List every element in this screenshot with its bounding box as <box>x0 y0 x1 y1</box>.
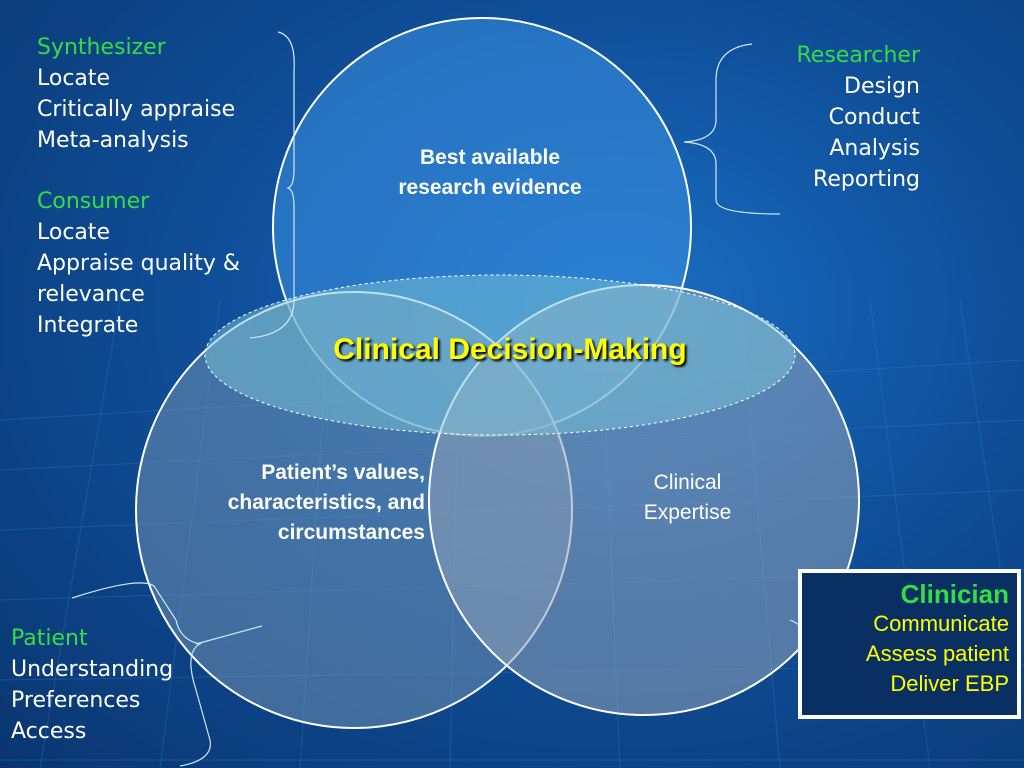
consumer-group: Consumer Locate Appraise quality & relev… <box>37 186 240 341</box>
clinician-item: Deliver EBP <box>890 671 1009 696</box>
patient-item: Understanding <box>11 657 174 682</box>
consumer-item: Integrate <box>37 313 139 338</box>
clinician-title: Clinician <box>900 579 1009 609</box>
consumer-item: Locate <box>37 220 111 245</box>
synthesizer-title: Synthesizer <box>37 35 166 60</box>
synthesizer-item: Locate <box>37 66 111 91</box>
researcher-title: Researcher <box>796 43 921 68</box>
brace-synthesizer-consumer <box>249 31 295 339</box>
researcher-item: Design <box>844 74 920 99</box>
brace-researcher <box>683 43 781 215</box>
researcher-item: Reporting <box>813 167 920 192</box>
brace-patient-link <box>195 625 263 645</box>
consumer-item: Appraise quality & <box>37 251 241 276</box>
researcher-item: Analysis <box>829 136 920 161</box>
clinician-item: Assess patient <box>865 641 1009 666</box>
researcher-group: Researcher Design Conduct Analysis Repor… <box>760 40 921 195</box>
synthesizer-item: Critically appraise <box>37 97 236 122</box>
decision-making-ellipse <box>204 274 796 436</box>
patient-item: Preferences <box>11 688 141 713</box>
consumer-item: relevance <box>37 282 145 307</box>
patient-title: Patient <box>11 626 88 651</box>
research-evidence-label: Best available research evidence <box>398 146 582 199</box>
researcher-item: Conduct <box>828 105 920 130</box>
synthesizer-group: Synthesizer Locate Critically appraise M… <box>37 32 235 156</box>
clinical-decision-making-label: Clinical Decision-Making <box>333 333 687 366</box>
consumer-title: Consumer <box>37 189 150 214</box>
patient-values-label: Patient’s values, characteristics, and c… <box>227 461 425 544</box>
brace-patient <box>71 582 212 767</box>
patient-item: Access <box>11 719 87 744</box>
patient-group: Patient Understanding Preferences Access <box>11 623 173 747</box>
clinician-box: Clinician Communicate Assess patient Del… <box>798 569 1021 719</box>
clinical-expertise-label: Clinical Expertise <box>643 471 732 524</box>
synthesizer-item: Meta-analysis <box>37 128 189 153</box>
clinician-item: Communicate <box>873 611 1009 636</box>
